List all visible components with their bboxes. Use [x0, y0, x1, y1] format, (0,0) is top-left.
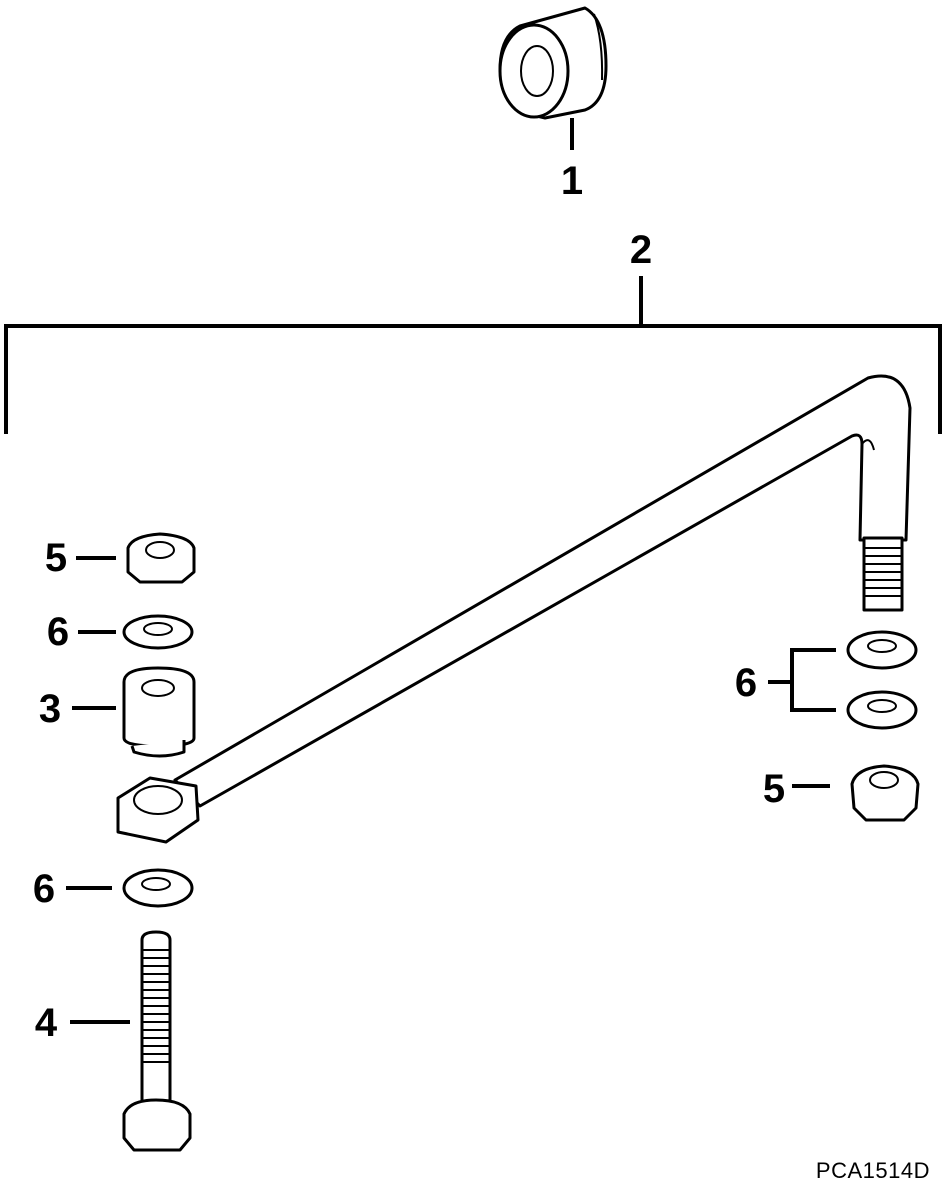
part-4-bolt [122, 930, 192, 1152]
part-2-link-rod [116, 374, 912, 844]
part-3-ball-stud [122, 666, 196, 758]
bracket-2 [4, 324, 942, 434]
callout-3: 3 [39, 687, 61, 731]
callout-2: 2 [630, 228, 652, 272]
part-6-washer-left-bottom [122, 868, 194, 908]
callout-5-left: 5 [45, 536, 67, 580]
callout-6-right: 6 [735, 661, 757, 705]
part-5-nut-left [126, 532, 196, 584]
bracket-6-right [790, 648, 836, 712]
part-1-bushing [498, 6, 608, 120]
callout-1: 1 [561, 159, 583, 203]
callout-5-right: 5 [763, 767, 785, 811]
figure-code: PCA1514D [816, 1158, 930, 1183]
part-6-washer-right-bottom [846, 690, 918, 730]
callout-4: 4 [35, 1001, 58, 1045]
part-5-nut-right [850, 764, 920, 822]
part-6-washer-right-top [846, 630, 918, 670]
callout-6-left-top: 6 [47, 610, 69, 654]
callout-6-left-bottom: 6 [33, 867, 55, 911]
rod-threads [864, 547, 902, 597]
part-6-washer-left-top [122, 614, 194, 650]
bolt-threads [142, 949, 170, 1063]
